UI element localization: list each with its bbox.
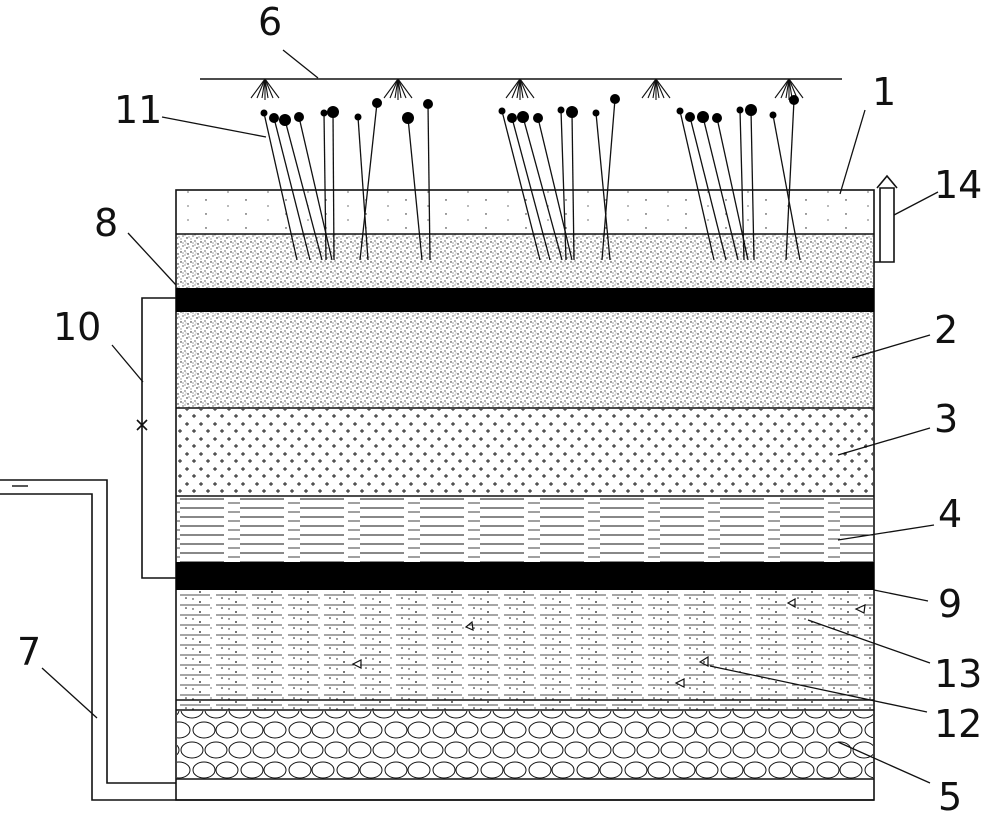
bypass-pipe-10 <box>136 297 176 579</box>
label-2: 2 <box>934 308 958 352</box>
plant-stem <box>522 116 563 261</box>
plant-head <box>372 98 382 108</box>
sprinkler-nozzle <box>641 78 671 100</box>
plant-head <box>507 113 517 123</box>
plant-stem <box>689 116 727 261</box>
plant-head <box>517 111 529 123</box>
plant-stem <box>332 111 335 261</box>
plant-head <box>610 94 620 104</box>
plant-stem <box>595 112 611 261</box>
plant-stem <box>323 112 327 261</box>
outlet-14 <box>874 174 898 263</box>
label-9: 9 <box>938 582 962 626</box>
label-6: 6 <box>258 0 282 44</box>
plant-head <box>269 113 279 123</box>
plant-head <box>498 107 506 115</box>
plant-stem <box>273 117 311 261</box>
plant-stem <box>359 102 378 261</box>
label-10: 10 <box>53 305 101 349</box>
plant-head <box>745 104 757 116</box>
plant-head <box>294 112 304 122</box>
plant-head <box>557 106 565 114</box>
plant-stem <box>501 110 541 261</box>
label-4: 4 <box>938 492 962 536</box>
plant-stem <box>772 114 801 261</box>
plant-head <box>354 113 362 121</box>
layer-3-media <box>177 409 873 496</box>
sprinkler-6 <box>200 78 842 100</box>
label-1: 1 <box>872 70 896 114</box>
plant-head <box>279 114 291 126</box>
plant-stem <box>298 116 333 261</box>
plant-head <box>712 113 722 123</box>
plant-stem <box>407 117 423 261</box>
plant-stem <box>601 98 616 261</box>
plant-head <box>320 109 328 117</box>
layer-4-lined <box>177 497 873 562</box>
label-13: 13 <box>934 652 982 696</box>
plants-11 <box>260 94 801 261</box>
label-3: 3 <box>934 397 958 441</box>
label-8: 8 <box>94 201 118 245</box>
layer-5-gravel <box>177 711 873 779</box>
plant-head <box>260 109 268 117</box>
plant-head <box>676 107 684 115</box>
plant-stem <box>427 103 431 261</box>
plant-head <box>685 112 695 122</box>
sprinkler-nozzle <box>774 78 804 100</box>
sprinkler-nozzle <box>505 78 535 100</box>
barrier-layer-9 <box>176 562 874 590</box>
label-11: 11 <box>114 88 162 132</box>
inlet-pipe-7 <box>0 479 874 801</box>
plant-stem <box>284 119 323 261</box>
plant-stem <box>263 112 298 261</box>
plant-stem <box>739 109 745 261</box>
plant-head <box>566 106 578 118</box>
plant-stem <box>679 110 715 261</box>
layer-8-planting-sand <box>177 234 873 288</box>
leader-lines <box>41 49 939 784</box>
plant-head <box>736 106 744 114</box>
layer-13-mixed <box>177 590 873 710</box>
plant-stem <box>560 109 567 261</box>
plant-head <box>533 113 543 123</box>
plant-stem <box>785 99 795 261</box>
layer-2-sand <box>177 312 873 408</box>
plant-head <box>789 95 799 105</box>
plant-stem <box>750 109 755 261</box>
plant-head <box>402 112 414 124</box>
label-14: 14 <box>934 163 982 207</box>
barrier-layer-upper <box>176 288 874 312</box>
plant-stem <box>511 117 551 261</box>
label-7: 7 <box>17 630 41 674</box>
plant-stem <box>537 117 573 261</box>
label-12: 12 <box>934 702 982 746</box>
plant-stem <box>571 111 575 261</box>
sprinkler-nozzle <box>383 78 413 100</box>
sprinkler-nozzle <box>250 78 280 100</box>
plant-head <box>423 99 433 109</box>
plant-head <box>327 106 339 118</box>
plant-stem <box>357 116 369 261</box>
particles-12 <box>351 597 866 688</box>
plant-head <box>769 111 777 119</box>
plant-head <box>697 111 709 123</box>
layer-top-sparse <box>177 191 873 234</box>
plant-stem <box>702 116 739 261</box>
label-5: 5 <box>938 775 962 819</box>
plant-head <box>592 109 600 117</box>
